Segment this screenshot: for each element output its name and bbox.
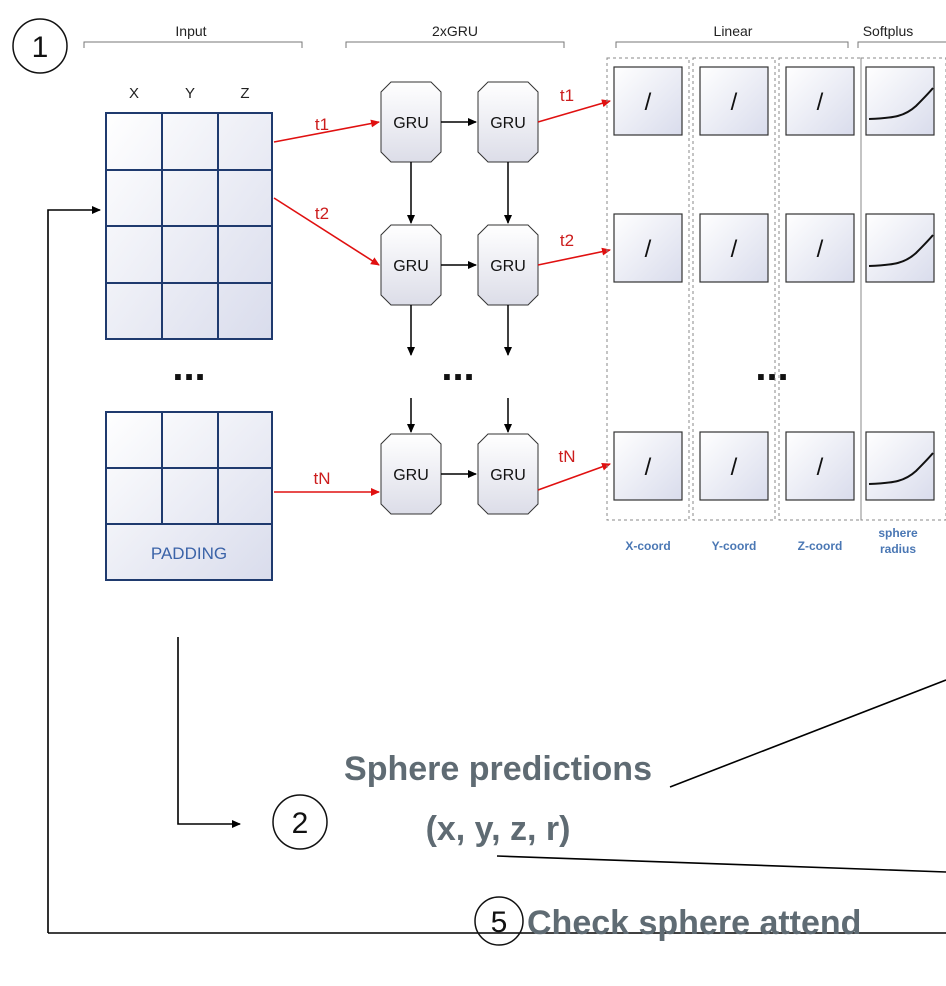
input-col-z: Z (240, 85, 249, 102)
tn-label: tN (314, 469, 331, 488)
t1-label-out: t1 (560, 86, 574, 105)
output-label-x: X-coord (625, 539, 670, 553)
linear-glyph: / (731, 89, 738, 116)
step-2-number: 2 (292, 807, 309, 840)
t2-label: t2 (315, 204, 329, 223)
predictions-vars: (x, y, z, r) (426, 810, 571, 848)
output-label-z: Z-coord (798, 539, 843, 553)
gru-label: GRU (490, 467, 526, 484)
step-1-marker: 1 (12, 18, 68, 74)
header-softplus: Softplus (863, 23, 914, 39)
predictions-title: Sphere predictions (344, 750, 652, 788)
gru-label: GRU (393, 258, 429, 275)
step-1-number: 1 (32, 31, 49, 64)
output-label-r1: sphere (878, 526, 918, 540)
input-col-x: X (129, 85, 139, 102)
step-5-marker: 5 (474, 896, 524, 946)
output-label-r2: radius (880, 542, 916, 556)
linear-glyph: / (645, 236, 652, 263)
input-col-y: Y (185, 85, 195, 102)
linear-glyph: / (731, 236, 738, 263)
linear-output-boxes (613, 66, 855, 501)
header-brackets (83, 41, 946, 48)
softplus-output-boxes (865, 66, 935, 501)
gru-label: GRU (393, 467, 429, 484)
linear-glyph: / (817, 454, 824, 481)
t1-label: t1 (315, 115, 329, 134)
linear-glyph: / (817, 89, 824, 116)
gru-connectors (407, 118, 512, 478)
gru-label: GRU (393, 115, 429, 132)
softplus-curve-icon (868, 87, 934, 120)
output-columns (606, 57, 946, 521)
flow-lines (47, 206, 946, 934)
check-sphere-text: Check sphere attend (527, 904, 861, 942)
input-grid-bottom (105, 411, 273, 581)
header-linear: Linear (714, 23, 753, 39)
linear-glyph: / (731, 454, 738, 481)
gru-label: GRU (490, 258, 526, 275)
linear-glyph: / (817, 236, 824, 263)
softplus-curve-icon (868, 234, 934, 267)
gru-label: GRU (490, 115, 526, 132)
input-grid-top (105, 112, 273, 340)
ellipsis-gru: ... (441, 345, 474, 389)
softplus-curve-icon (868, 452, 934, 485)
ellipsis-input: ... (172, 345, 205, 389)
step-5-number: 5 (491, 906, 508, 939)
linear-glyph: / (645, 89, 652, 116)
padding-label: PADDING (151, 544, 227, 563)
step-2-marker: 2 (272, 794, 328, 850)
header-input: Input (175, 23, 206, 39)
header-gru: 2xGRU (432, 23, 478, 39)
time-step-arrows (273, 99, 611, 496)
t2-label-out: t2 (560, 231, 574, 250)
linear-glyph: / (645, 454, 652, 481)
tn-label-out: tN (559, 447, 576, 466)
output-label-y: Y-coord (712, 539, 757, 553)
ellipsis-output: ... (755, 345, 788, 389)
